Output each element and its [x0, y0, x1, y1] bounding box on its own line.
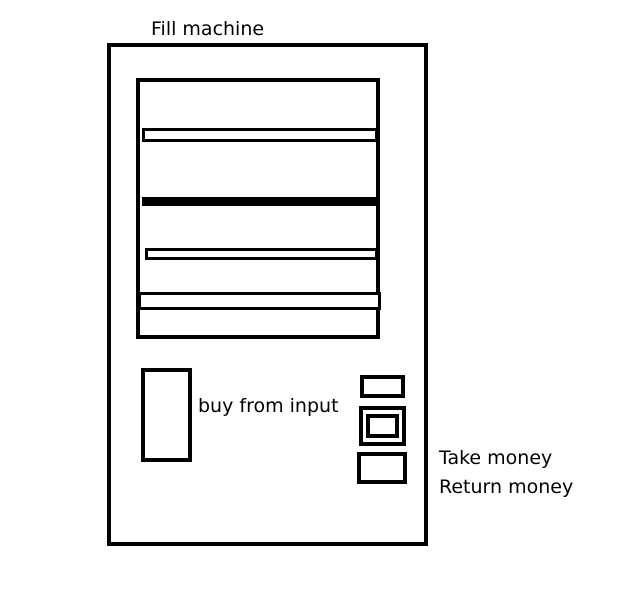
return-money-slot[interactable] [357, 452, 407, 484]
money-button-frame[interactable] [359, 406, 406, 446]
shelf-row [142, 128, 378, 142]
shelf-row [142, 197, 378, 206]
product-display-window [136, 78, 380, 339]
money-button[interactable] [366, 414, 399, 438]
buy-input-slot[interactable] [141, 368, 192, 462]
take-money-label: Take money [439, 447, 553, 469]
return-money-label: Return money [439, 476, 574, 498]
buy-from-input-label: buy from input [198, 395, 339, 417]
fill-machine-label: Fill machine [151, 18, 265, 40]
shelf-row [138, 292, 381, 310]
coin-slot[interactable] [360, 375, 405, 398]
shelf-row [145, 248, 378, 260]
